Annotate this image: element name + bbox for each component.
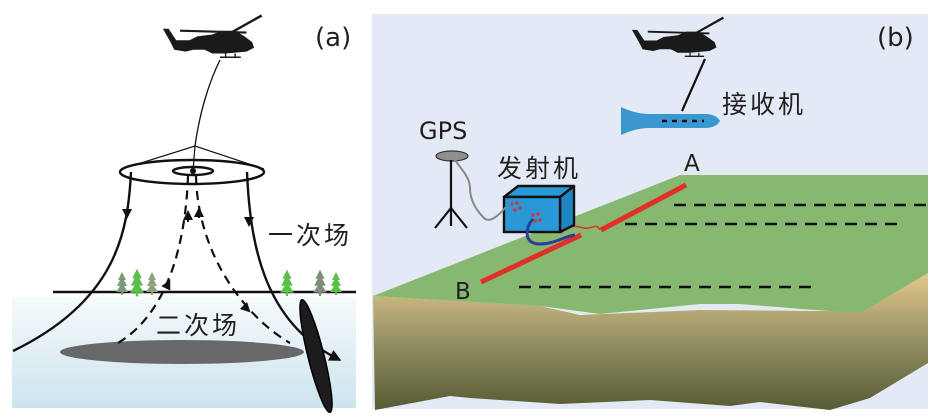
center-suspension-cable	[192, 145, 196, 172]
secondary-field-line-right	[194, 175, 291, 344]
transmitter-cable	[525, 217, 576, 246]
panel-a: (a) 一次场 二次场	[12, 14, 356, 414]
gps-label: GPS	[419, 117, 467, 145]
primary-field-label: 一次场	[268, 221, 352, 250]
transmitter-loop	[118, 158, 266, 186]
arrow-up-icon	[161, 279, 171, 291]
electrode-b-label: B	[455, 279, 471, 305]
grounded-wire-segment-b	[479, 232, 583, 285]
gps-icon	[434, 150, 507, 229]
tree-icon	[129, 268, 145, 297]
panel-b-tag: (b)	[877, 23, 914, 53]
grounded-wire-segment-a	[599, 182, 688, 233]
ground-surface	[373, 175, 928, 314]
primary-field-line-left	[12, 171, 133, 353]
arrow-down-icon	[239, 301, 251, 313]
tree-group-left	[116, 268, 158, 297]
tree-icon	[146, 272, 158, 295]
panel-b: (b) GPS 发射机 接收机 A B	[372, 14, 928, 410]
secondary-field-label: 二次场	[156, 311, 240, 340]
tree-icon	[116, 272, 128, 295]
tow-cable	[194, 59, 221, 147]
tree-icon	[330, 272, 342, 295]
tow-cable	[680, 58, 707, 112]
soil-cross-section	[373, 273, 928, 410]
panel-a-tag: (a)	[315, 23, 351, 53]
electrode-a-label: A	[684, 151, 700, 177]
receiver-label: 接收机	[722, 90, 806, 119]
tree-icon	[313, 269, 327, 297]
transmitter-box	[502, 184, 576, 234]
horizontal-conductor	[60, 340, 304, 364]
helicopter-icon	[161, 14, 263, 59]
transmitter-label: 发射机	[497, 154, 581, 183]
tree-icon	[280, 269, 294, 297]
dipping-conductor	[299, 298, 333, 414]
receiver-bird-icon	[621, 107, 720, 135]
